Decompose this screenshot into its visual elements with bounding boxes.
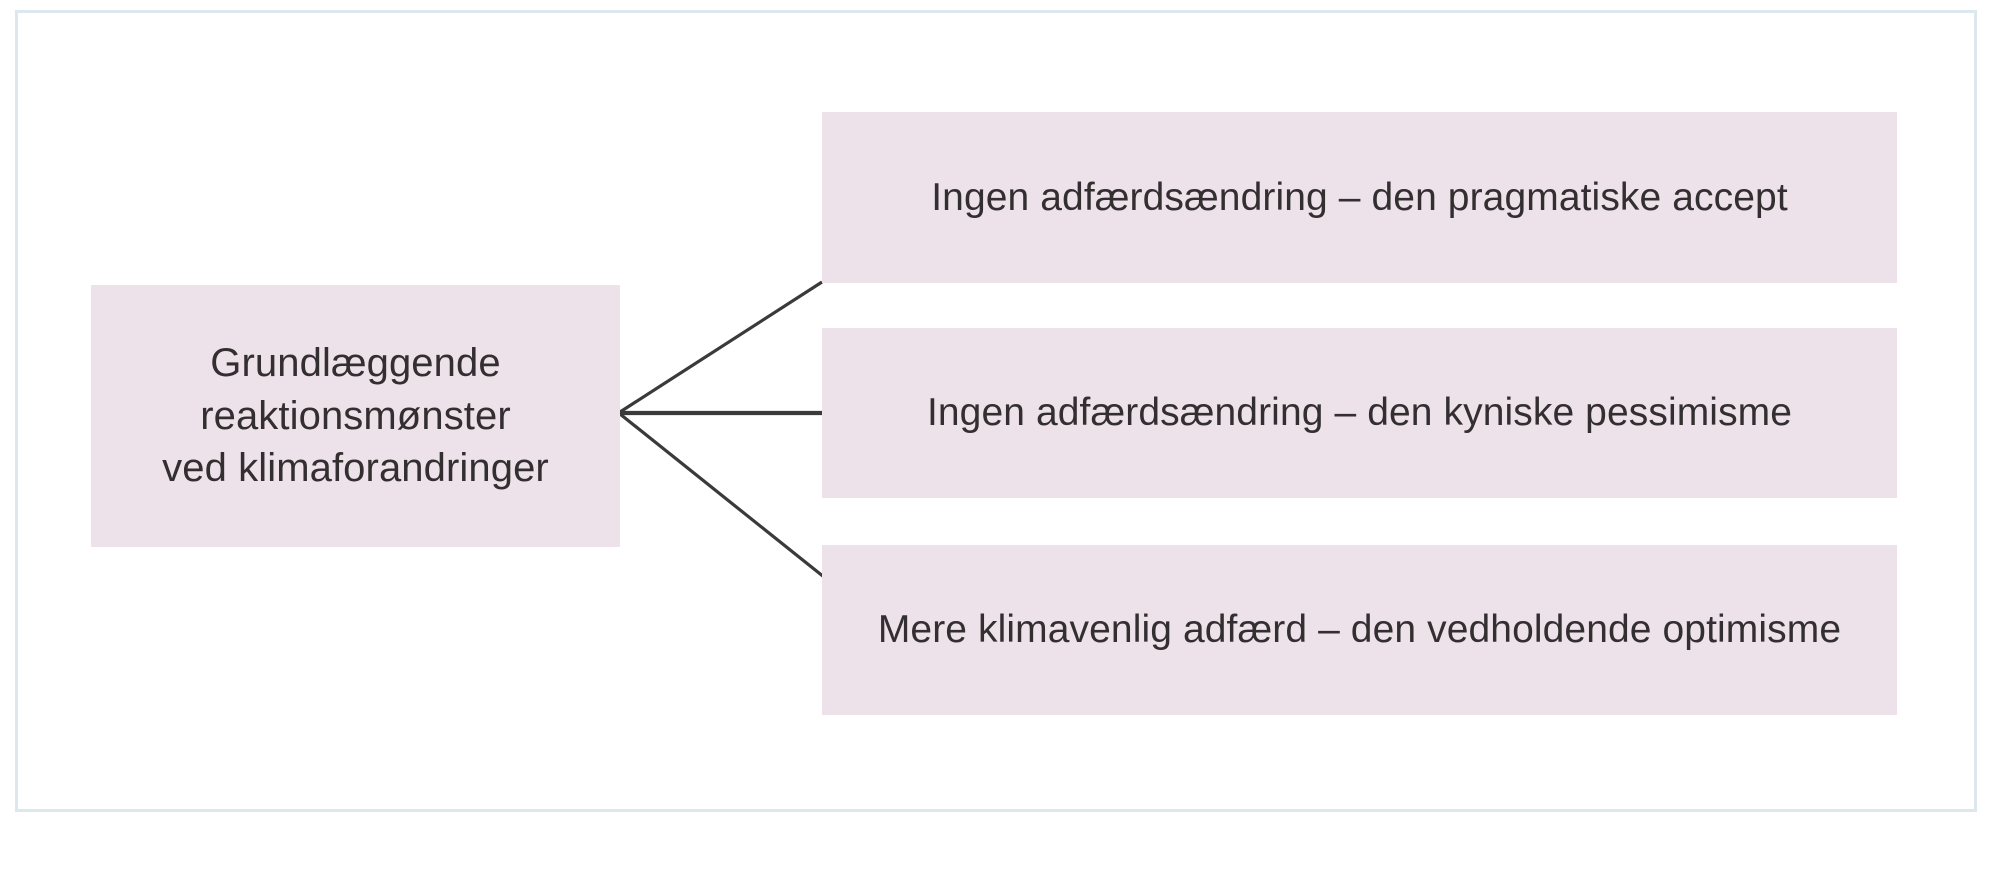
root-node-label: Grundlæggende reaktionsmønster ved klima…	[162, 337, 549, 495]
root-node[interactable]: Grundlæggende reaktionsmønster ved klima…	[91, 285, 620, 547]
branch-node-kyniske-pessimisme[interactable]: Ingen adfærdsændring – den kyniske pessi…	[822, 328, 1897, 498]
root-node-line-2: reaktionsmønster	[200, 393, 511, 438]
branch-node-label: Ingen adfærdsændring – den kyniske pessi…	[926, 391, 1793, 434]
branch-node-pragmatiske-accept[interactable]: Ingen adfærdsændring – den pragmatiske a…	[822, 112, 1897, 283]
connector-to-branch-2	[619, 412, 825, 579]
branch-node-vedholdende-optimisme[interactable]: Mere klimavenlig adfærd – den vedholdend…	[822, 545, 1897, 715]
branch-node-label: Mere klimavenlig adfærd – den vedholdend…	[877, 608, 1842, 651]
connector-to-branch-0	[619, 280, 823, 414]
root-node-line-1: Grundlæggende	[210, 340, 501, 385]
branch-node-label: Ingen adfærdsændring – den pragmatiske a…	[931, 175, 1788, 219]
root-node-line-3: ved klimaforandringer	[162, 446, 549, 491]
